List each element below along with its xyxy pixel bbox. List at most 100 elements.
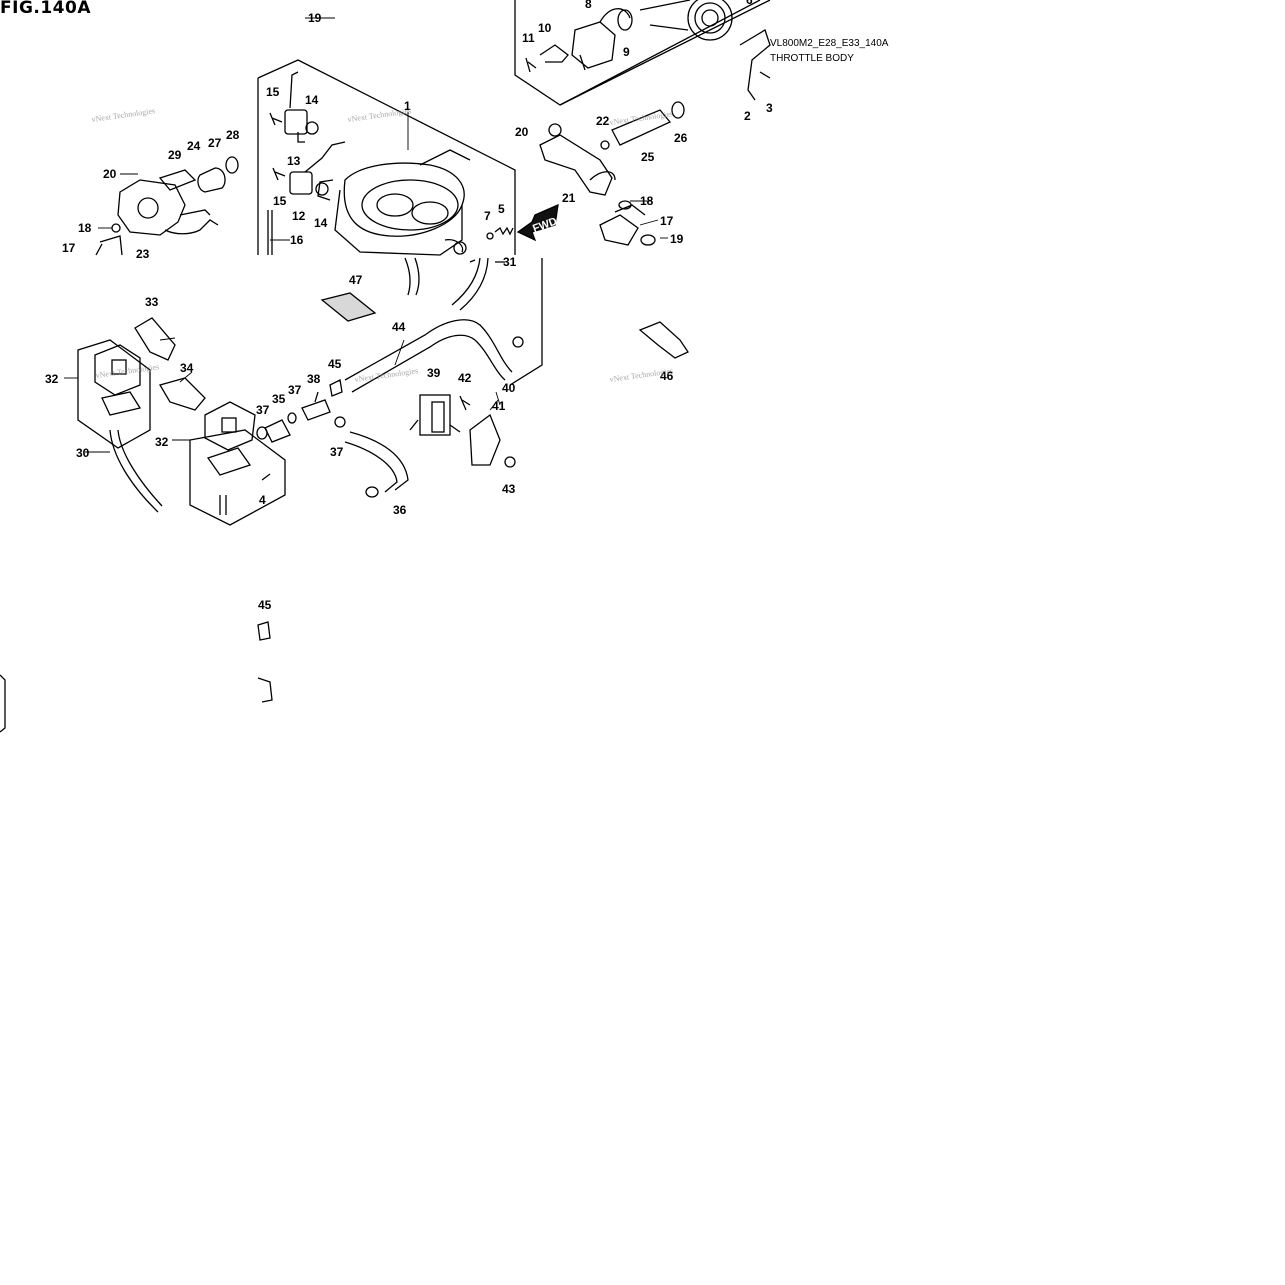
callout-14: 14: [305, 93, 319, 107]
callout-40: 40: [502, 381, 516, 395]
watermark-1: vNext Technologies: [91, 106, 156, 124]
callout-28: 28: [226, 128, 240, 142]
inset-frame-top-right: [559, 0, 771, 106]
solenoid-39: [409, 394, 461, 436]
callout-39: 39: [427, 366, 441, 380]
callout-41: 41: [492, 399, 506, 413]
model-code: VL800M2_E28_E33_140A: [770, 38, 889, 49]
sensor-13: [284, 71, 308, 143]
diagram-caption: VL800M2_E28_E33_140A THROTTLE BODY: [770, 36, 888, 66]
callout-47: 47: [349, 273, 363, 287]
clamp-37b: [334, 416, 346, 428]
part-31-rod: [469, 259, 505, 263]
callout-10: 10: [538, 21, 552, 35]
callout-15: 15: [266, 85, 280, 99]
callout-8: 8: [585, 0, 592, 11]
main-frame: [257, 59, 516, 255]
hose-lower-left: [404, 257, 420, 296]
callout-3: 3: [766, 101, 773, 115]
callout-13: 13: [287, 154, 301, 168]
clamp-36: [365, 486, 379, 498]
callout-46: 46: [660, 369, 674, 383]
callout-18-2: 18: [640, 194, 654, 208]
leader-lines: [64, 17, 668, 453]
callout-15-2: 15: [273, 194, 287, 208]
diagram-linework: FWD: [0, 0, 771, 733]
rod-16: [267, 210, 273, 255]
callout-37-3: 37: [256, 403, 270, 417]
callout-18: 18: [78, 221, 92, 235]
callout-7: 7: [484, 209, 491, 223]
relay-32-upper: [94, 344, 142, 416]
clamp-37a: [287, 412, 297, 424]
fitting-21: [539, 123, 616, 196]
bracket-41: [469, 413, 501, 466]
callout-23: 23: [136, 247, 150, 261]
callout-22: 22: [596, 114, 610, 128]
callout-20-2: 20: [515, 125, 529, 139]
tee-38: [301, 391, 331, 421]
callout-31: 31: [503, 255, 517, 269]
part-27: [197, 156, 239, 193]
callout-33: 33: [145, 295, 159, 309]
inset-frame-top: [514, 0, 761, 106]
section-name: THROTTLE BODY: [770, 53, 854, 64]
sensor-12: [289, 141, 346, 196]
screw-4: [261, 473, 271, 481]
clamp-right: [512, 336, 524, 348]
screw-15a: [269, 112, 283, 126]
callout-19-2: 19: [670, 232, 684, 246]
callout-43: 43: [502, 482, 516, 496]
pipe-35: [256, 419, 291, 443]
callout-32: 32: [45, 372, 59, 386]
spring-5: [494, 226, 514, 236]
callout-37-2: 37: [330, 445, 344, 459]
callout-12: 12: [292, 209, 306, 223]
part-45-center: [329, 379, 343, 397]
relay-32-lower: [204, 401, 256, 476]
bracket-2: [739, 29, 771, 101]
callout-45-2: 45: [258, 598, 272, 612]
callout-24: 24: [187, 139, 201, 153]
callout-11: 11: [522, 31, 535, 45]
screw-15b: [272, 167, 286, 181]
figure-title: FIG.140A: [0, 0, 91, 18]
callout-34: 34: [180, 361, 194, 375]
bracket-33: [134, 317, 176, 361]
callout-layer: 1234567891011121314141515161717181819192…: [45, 0, 773, 612]
callout-19: 19: [308, 11, 322, 25]
callout-32-2: 32: [155, 435, 169, 449]
fragment-45: [257, 621, 271, 641]
callout-36: 36: [393, 503, 407, 517]
bracket-34: [159, 377, 206, 411]
throttle-pulley-6: [639, 0, 733, 41]
hose-30: [109, 429, 163, 513]
bracket-46: [638, 321, 689, 359]
callout-5: 5: [498, 202, 505, 216]
callout-27: 27: [208, 136, 222, 150]
callout-6: 6: [746, 0, 753, 7]
callout-25: 25: [641, 150, 655, 164]
callout-17-2: 17: [660, 214, 674, 228]
bracket-10: [539, 44, 569, 63]
o-ring-9: [617, 9, 633, 31]
o-ring-14a: [305, 121, 319, 135]
hose-44: [344, 319, 513, 393]
washer-7: [486, 232, 494, 240]
callout-38: 38: [307, 372, 321, 386]
callout-14-2: 14: [314, 216, 328, 230]
callout-9: 9: [623, 45, 630, 59]
callout-26: 26: [674, 131, 688, 145]
callout-35: 35: [272, 392, 286, 406]
hose-lower-right: [451, 257, 489, 311]
callout-17: 17: [62, 241, 76, 255]
callout-29: 29: [168, 148, 182, 162]
callout-1: 1: [404, 99, 411, 113]
frame-32-lower: [189, 429, 286, 526]
callout-21: 21: [562, 191, 576, 205]
callout-42: 42: [458, 371, 472, 385]
label-plate-47: [320, 292, 377, 322]
watermark-2: vNext Technologies: [347, 106, 412, 124]
callout-20: 20: [103, 167, 117, 181]
fragment-part: [257, 677, 273, 703]
